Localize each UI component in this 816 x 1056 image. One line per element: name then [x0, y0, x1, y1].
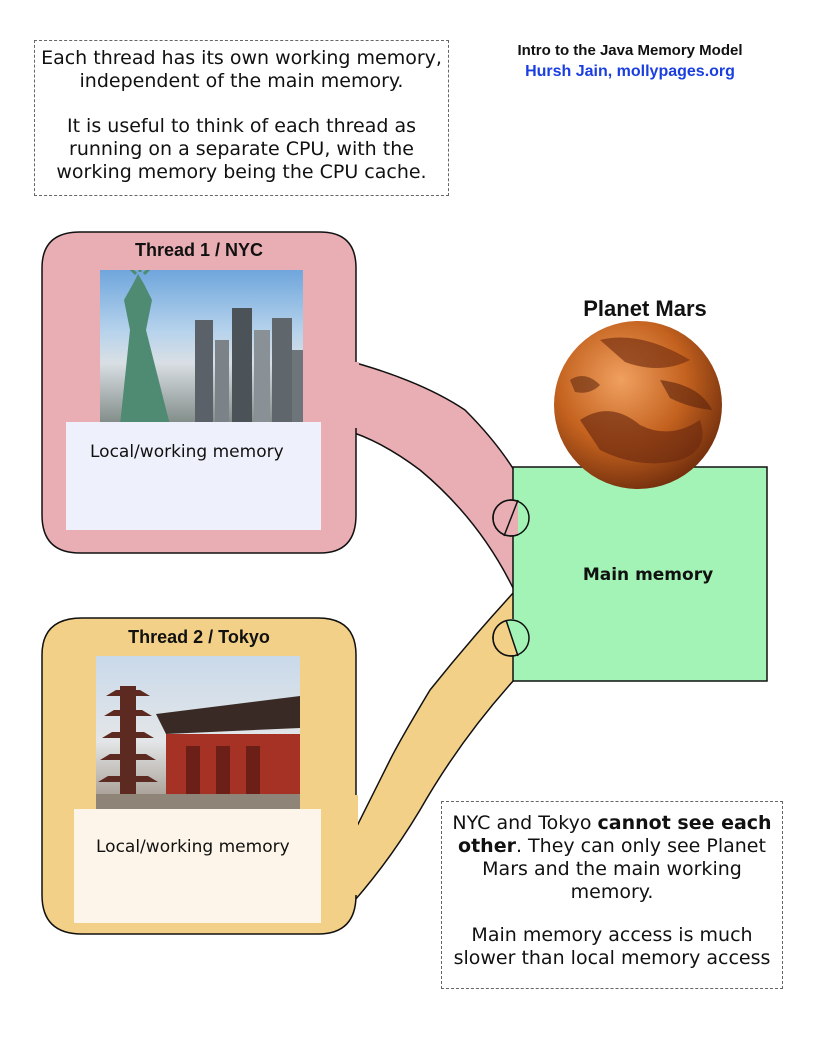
planet-mars-title: Planet Mars [583, 296, 707, 321]
mars-planet-image [554, 321, 722, 489]
nyc-photo-illustration [120, 270, 303, 425]
bottom-note: NYC and Tokyo cannot see each other. The… [441, 801, 783, 989]
nyc-photo [100, 270, 303, 425]
author-credit: Hursh Jain, mollypages.org [525, 63, 735, 80]
thread1-connector [492, 499, 536, 537]
bottom-note-paragraph-1: NYC and Tokyo cannot see each other. The… [450, 812, 774, 904]
top-note-paragraph-1: Each thread has its own working memory, … [41, 47, 442, 92]
thread1-title: Thread 1 / NYC [134, 240, 264, 260]
thread2-title: Thread 2 / Tokyo [128, 627, 270, 647]
thread2-local-memory: Local/working memory [74, 809, 321, 923]
tokyo-photo-illustration [96, 686, 300, 811]
thread2-speech-tail [354, 590, 515, 902]
bottom-note-text-2: . They can only see Planet Mars and the … [482, 835, 766, 903]
bottom-note-text-1: NYC and Tokyo [452, 812, 598, 834]
header: Intro to the Java Memory Model Hursh Jai… [470, 40, 790, 82]
thread2-local-memory-label: Local/working memory [96, 837, 290, 857]
main-memory-box [512, 466, 768, 682]
thread2-panel: Thread 2 / Tokyo [42, 627, 356, 648]
thread1-local-memory: Local/working memory [66, 422, 321, 530]
thread1-local-memory-label: Local/working memory [90, 442, 284, 462]
top-note: Each thread has its own working memory, … [34, 40, 449, 196]
main-memory-label: Main memory [582, 565, 714, 585]
thread1-tail-join [343, 362, 359, 428]
thread2-connector [492, 619, 531, 657]
top-note-paragraph-2: It is useful to think of each thread as … [56, 115, 427, 183]
bottom-note-paragraph-2: Main memory access is much slower than l… [453, 924, 771, 969]
bottom-note-emphasis: cannot see each other [458, 812, 772, 857]
thread1-speech-tail [344, 359, 515, 591]
page-title: Intro to the Java Memory Model [517, 42, 743, 59]
thread1-panel: Thread 1 / NYC [42, 240, 356, 261]
tokyo-photo [96, 656, 300, 811]
thread2-tail-join [342, 795, 358, 895]
